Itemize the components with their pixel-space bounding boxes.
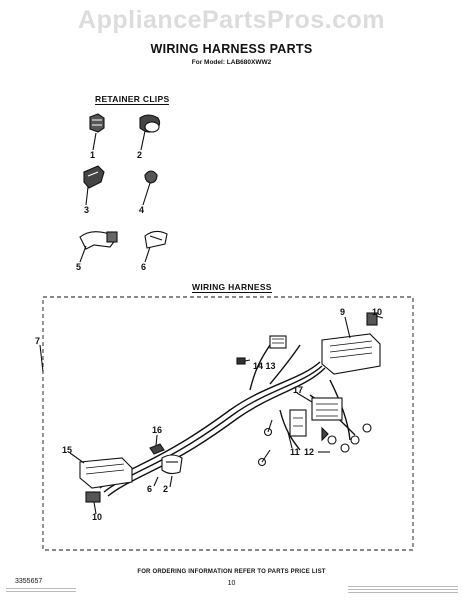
fine-print-right	[348, 586, 458, 596]
harness-clip-6-2[interactable]	[153, 454, 183, 488]
retainer-clip-6[interactable]	[144, 230, 168, 263]
harness-clip-16[interactable]	[149, 434, 165, 455]
callout-14-13: 14 13	[253, 361, 276, 371]
section-label-retainer-clips: RETAINER CLIPS	[95, 94, 170, 105]
retainer-clip-1[interactable]	[89, 113, 105, 151]
document-number: 3355657	[15, 578, 43, 585]
connector-10-bottom[interactable]	[85, 491, 101, 515]
terminal-block-15[interactable]	[69, 452, 133, 489]
callout-7: 7	[35, 336, 41, 346]
callout-5: 5	[76, 262, 82, 272]
page-title: WIRING HARNESS PARTS	[150, 42, 313, 56]
callout-9: 9	[340, 307, 346, 317]
connector-17[interactable]	[296, 392, 343, 421]
callout-16: 16	[152, 425, 163, 435]
callout-6: 6	[141, 262, 147, 272]
model-subtitle: For Model: LAB680XWW2	[191, 59, 272, 66]
callout-2-harness: 2	[163, 484, 169, 494]
watermark: AppliancePartsPros.com	[78, 6, 385, 34]
harness-frame	[42, 296, 414, 551]
main-connector-9[interactable]	[321, 316, 381, 375]
callout-11: 11	[290, 447, 300, 457]
callout-12: 12	[304, 447, 315, 457]
callout-4: 4	[139, 205, 145, 215]
ground-terminals[interactable]	[257, 419, 273, 467]
retainer-clip-5[interactable]	[79, 231, 118, 263]
callout-1: 1	[90, 150, 96, 160]
retainer-clip-2[interactable]	[139, 114, 161, 151]
ordering-note: FOR ORDERING INFORMATION REFER TO PARTS …	[137, 569, 326, 575]
retainer-clip-4[interactable]	[142, 170, 158, 206]
fine-print-left	[6, 588, 76, 595]
callout-15: 15	[62, 445, 73, 455]
callout-10-bottom: 10	[92, 512, 103, 522]
callout-6-harness: 6	[147, 484, 153, 494]
callout-17: 17	[293, 385, 304, 395]
connector-10-top[interactable]	[366, 312, 384, 326]
callout-3: 3	[84, 205, 90, 215]
section-label-wiring-harness: WIRING HARNESS	[192, 282, 272, 293]
connector-14-13[interactable]	[236, 335, 287, 365]
retainer-clip-3[interactable]	[83, 165, 105, 206]
callout-2: 2	[137, 150, 143, 160]
terminals-right[interactable]	[321, 423, 372, 453]
page-number: 10	[227, 580, 236, 587]
connector-11[interactable]	[287, 409, 307, 449]
callout-10-top: 10	[372, 307, 383, 317]
